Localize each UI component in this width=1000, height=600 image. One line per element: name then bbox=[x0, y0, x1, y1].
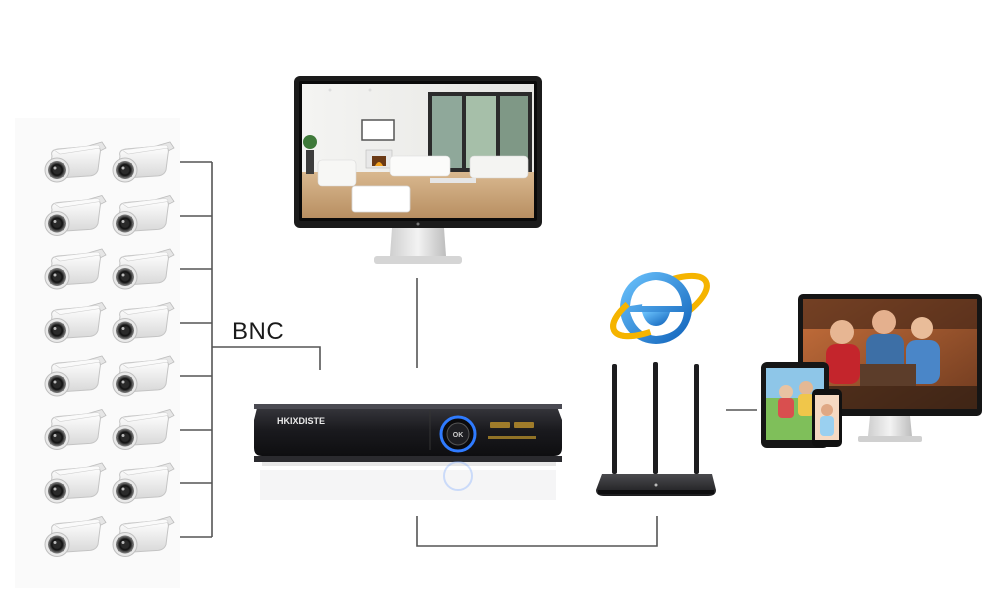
tablet-phone-desktop-icon bbox=[761, 294, 982, 448]
internet-explorer-icon bbox=[610, 272, 710, 344]
dvr-recorder-icon bbox=[254, 404, 562, 500]
monitor-icon bbox=[294, 76, 542, 264]
dvr-brand-label: HKIXDISTE bbox=[277, 416, 325, 426]
camera-panel-backdrop bbox=[15, 118, 180, 588]
dvr-router-cable-line bbox=[416, 516, 658, 547]
bnc-label: BNC bbox=[232, 318, 285, 345]
wifi-router-icon bbox=[596, 362, 716, 496]
camera-bus-lines bbox=[180, 161, 213, 538]
dvr-ok-button: OK bbox=[453, 432, 464, 439]
bnc-cable-line bbox=[212, 346, 321, 370]
